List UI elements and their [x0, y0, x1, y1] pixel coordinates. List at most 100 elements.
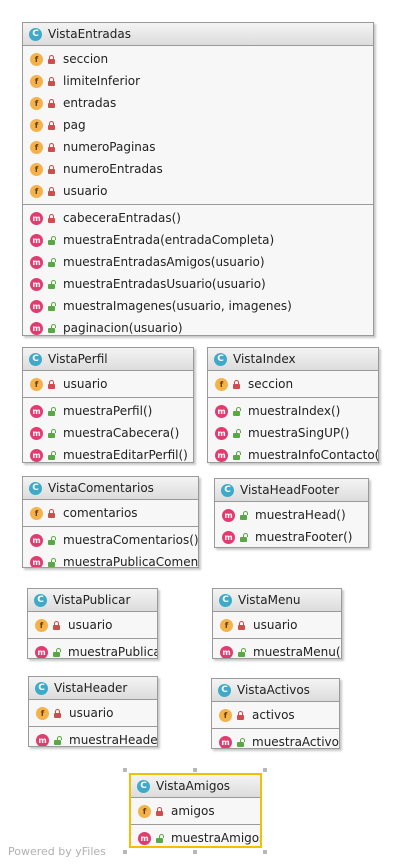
method-name: muestraActivos( — [252, 735, 339, 749]
public-lock-icon — [240, 532, 248, 542]
field-name: usuario — [63, 377, 108, 391]
selection-handle[interactable] — [123, 850, 127, 854]
field-name: entradas — [63, 96, 117, 110]
method-icon: m — [215, 426, 228, 440]
selection-handle[interactable] — [193, 850, 197, 854]
field-name: amigos — [171, 804, 215, 818]
method-name: muestraEntradasAmigos(usuario) — [63, 255, 265, 269]
method-row[interactable]: m muestraActivos( — [212, 731, 339, 749]
selection-handle[interactable] — [263, 850, 267, 854]
method-name: muestraSingUP() — [248, 426, 350, 440]
private-lock-icon — [48, 142, 55, 152]
methods-section: m muestraActivos( — [212, 729, 339, 749]
private-lock-icon — [53, 620, 60, 630]
public-lock-icon — [48, 279, 56, 289]
method-icon: m — [30, 233, 43, 247]
method-row[interactable]: mmuestraHeader() — [29, 729, 157, 746]
private-lock-icon — [238, 620, 245, 630]
field-icon: f — [30, 118, 43, 132]
public-lock-icon — [54, 735, 62, 745]
field-name: usuario — [69, 706, 114, 720]
private-lock-icon — [48, 508, 55, 518]
method-icon: m — [138, 831, 151, 845]
method-row[interactable]: mmuestraPublicaComentari — [23, 551, 198, 567]
method-row[interactable]: m muestraSingUP() — [208, 422, 378, 444]
class-icon: C — [35, 681, 48, 695]
public-lock-icon — [48, 323, 56, 333]
class-icon: C — [34, 593, 47, 607]
field-name: usuario — [68, 618, 113, 632]
selection-handle[interactable] — [123, 768, 127, 772]
field-name: seccion — [63, 52, 109, 66]
class-icon: C — [137, 779, 150, 793]
class-header: C VistaAmigos — [131, 775, 260, 798]
class-name: VistaHeadFooter — [240, 483, 340, 497]
method-name: muestraEntradasUsuario(usuario) — [63, 277, 266, 291]
method-icon: m — [30, 321, 43, 335]
field-icon: f — [30, 140, 43, 154]
method-row[interactable]: mmuestraPublicar( — [28, 641, 157, 658]
field-row[interactable]: f comentarios — [23, 502, 198, 524]
public-lock-icon — [238, 647, 246, 657]
private-lock-icon — [48, 76, 55, 86]
selection-handle[interactable] — [193, 768, 197, 772]
field-icon: f — [30, 506, 43, 520]
private-lock-icon — [48, 186, 55, 196]
class-header: C VistaPerfil — [23, 348, 193, 371]
method-icon: m — [219, 735, 232, 748]
class-icon: C — [219, 593, 232, 607]
selection-handle[interactable] — [263, 768, 267, 772]
methods-section: mmuestraHeader() — [29, 727, 157, 746]
method-name: muestraCabecera() — [63, 426, 180, 440]
class-name: VistaMenu — [238, 593, 301, 607]
class-name: VistaEntradas — [48, 27, 131, 41]
class-icon: C — [221, 483, 234, 497]
field-name: comentarios — [63, 506, 138, 520]
